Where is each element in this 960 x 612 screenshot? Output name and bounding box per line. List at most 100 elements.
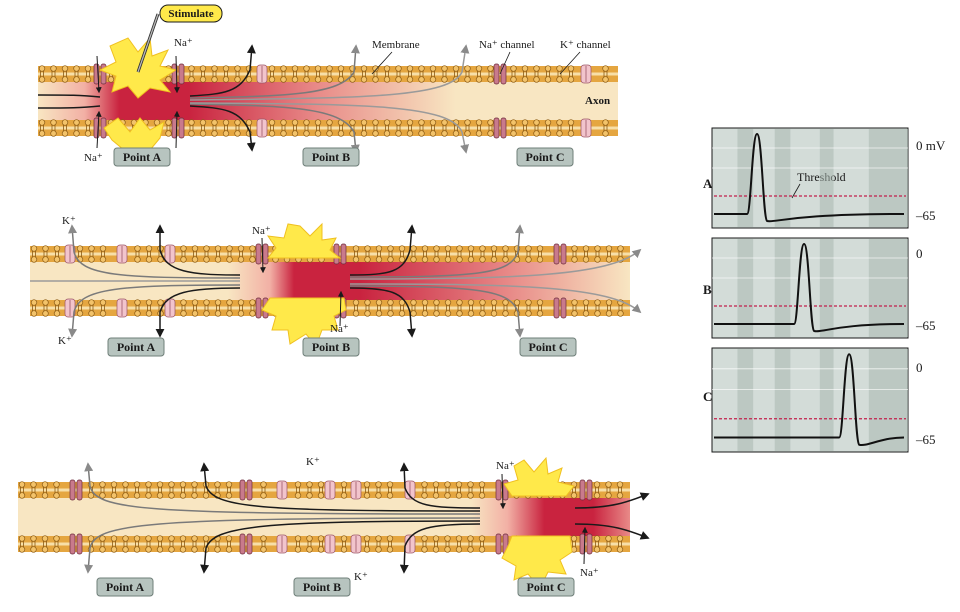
na-channel: [579, 479, 593, 501]
phospholipid: [99, 299, 107, 317]
phospholipid: [84, 65, 92, 83]
svg-text:Point C: Point C: [527, 580, 566, 594]
phospholipid: [203, 245, 210, 263]
phospholipid: [467, 481, 474, 499]
phospholipid: [421, 299, 429, 317]
phospholipid: [214, 245, 222, 263]
phospholipid: [268, 119, 276, 137]
stimulus-starburst: [266, 222, 342, 259]
na-channel: [239, 533, 253, 555]
current-arrow: [574, 523, 650, 540]
phospholipid: [433, 245, 440, 263]
graph-band: [819, 129, 834, 227]
na-channel: [69, 479, 83, 501]
phospholipid: [337, 65, 345, 83]
phospholipid: [326, 119, 333, 137]
phospholipid: [314, 119, 322, 137]
phospholipid: [180, 299, 187, 317]
current-arrow: [189, 44, 470, 101]
phospholipid: [456, 245, 463, 263]
na-channel: [239, 479, 253, 501]
k-channel: [256, 118, 268, 138]
phospholipid: [387, 299, 394, 317]
stimulate-label: Stimulate: [159, 4, 223, 23]
phospholipid: [226, 245, 233, 263]
phospholipid: [386, 481, 394, 499]
phospholipid: [222, 65, 230, 83]
phospholipid: [421, 535, 428, 553]
phospholipid: [237, 245, 245, 263]
k-channel: [350, 480, 362, 500]
axon-panel-1: Stimulate Na⁺ Na⁺ Membrane Na⁺ channel K…: [37, 4, 618, 167]
phospholipid: [352, 299, 360, 317]
k-channel: [116, 244, 128, 264]
graph-a-letter: A: [703, 176, 713, 191]
graph-b-letter: B: [703, 282, 712, 297]
current-arrow: [349, 287, 416, 338]
current-arrow: [68, 284, 241, 338]
current-arrow: [349, 283, 642, 314]
phospholipid: [280, 65, 287, 83]
phospholipid: [479, 299, 486, 317]
phospholipid: [306, 481, 313, 499]
na-channel: [69, 533, 83, 555]
phospholipid: [73, 65, 80, 83]
phospholipid: [317, 535, 325, 553]
point-b-badge: Point B: [293, 577, 351, 597]
graph-c-bottom-label: –65: [915, 432, 936, 447]
k-channel: [324, 534, 336, 554]
phospholipid: [179, 481, 187, 499]
k-channel: [256, 64, 268, 84]
phospholipid: [544, 65, 552, 83]
phospholipid: [50, 119, 57, 137]
current-arrow: [399, 523, 481, 574]
na-label: Na⁺: [580, 567, 599, 579]
phospholipid: [467, 245, 475, 263]
stimulus-starburst: [503, 456, 575, 497]
action-potential-trace: [714, 242, 905, 333]
phospholipid: [521, 119, 529, 137]
phospholipid: [199, 119, 207, 137]
phospholipid: [410, 299, 417, 317]
phospholipid: [418, 65, 425, 83]
phospholipid: [567, 65, 575, 83]
axon-label: Axon: [585, 95, 610, 107]
phospholipid: [387, 245, 394, 263]
graph-band: [737, 349, 754, 451]
phospholipid: [30, 481, 37, 499]
phospholipid: [383, 65, 391, 83]
phospholipid: [30, 299, 38, 317]
phospholipid: [42, 245, 49, 263]
phospholipid: [294, 481, 302, 499]
k-channel: [580, 64, 592, 84]
phospholipid: [156, 481, 164, 499]
phospholipid: [73, 119, 80, 137]
phospholipid: [571, 299, 578, 317]
stimulus-starburst: [103, 117, 165, 153]
na-channel: [255, 243, 269, 265]
k-channel: [324, 480, 336, 500]
phospholipid: [53, 299, 61, 317]
phospholipid: [478, 535, 486, 553]
na-channel: [553, 243, 567, 265]
phospholipid: [510, 119, 517, 137]
point-c-badge: Point C: [519, 337, 577, 357]
phospholipid: [145, 245, 153, 263]
axon-interior: [18, 498, 630, 536]
graph-c: C 0 –65: [703, 347, 936, 453]
phospholipid: [211, 119, 218, 137]
svg-text:Point A: Point A: [117, 340, 156, 354]
phospholipid: [455, 481, 463, 499]
phospholipid: [444, 245, 452, 263]
current-arrow: [189, 44, 360, 99]
svg-text:Point C: Point C: [529, 340, 568, 354]
k-label: K⁺: [58, 335, 72, 347]
phospholipid: [41, 481, 49, 499]
graph-c-letter: C: [703, 389, 712, 404]
phospholipid: [432, 481, 440, 499]
graph-band: [819, 349, 834, 451]
phospholipid: [602, 65, 609, 83]
phospholipid: [237, 299, 245, 317]
phospholipid: [605, 245, 613, 263]
phospholipid: [429, 119, 437, 137]
